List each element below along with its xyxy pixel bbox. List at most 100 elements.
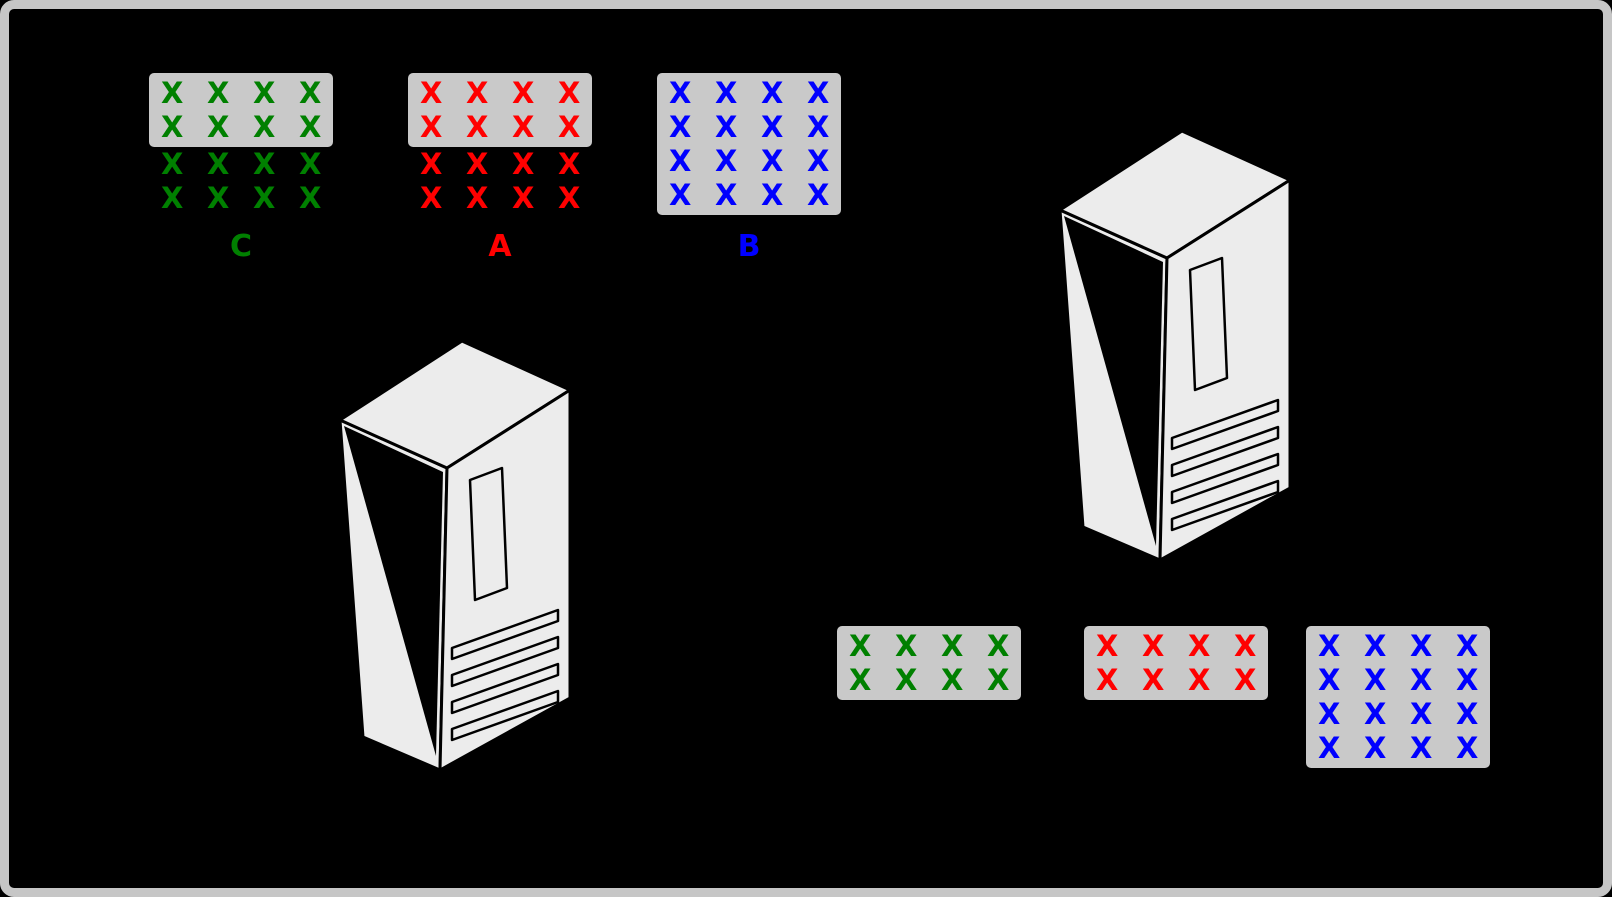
memory-cell-mark: X — [466, 76, 489, 110]
memory-cell-mark: X — [420, 147, 443, 181]
group-label: A — [488, 229, 512, 264]
memory-cell-mark: X — [299, 147, 322, 181]
memory-cell-mark: X — [761, 178, 784, 212]
memory-cell-mark: X — [1318, 629, 1341, 663]
memory-cell-mark: X — [1142, 629, 1165, 663]
memory-cell-mark: X — [895, 663, 918, 697]
memory-cell-mark: X — [1096, 629, 1119, 663]
memory-cell-mark: X — [761, 110, 784, 144]
memory-cell-mark: X — [895, 629, 918, 663]
memory-cell-mark: X — [807, 144, 830, 178]
memory-cell-mark: X — [466, 147, 489, 181]
memory-cell-mark: X — [1456, 663, 1479, 697]
memory-cell-mark: X — [420, 181, 443, 215]
memory-cell-mark: X — [253, 110, 276, 144]
memory-cell-mark: X — [1410, 629, 1433, 663]
memory-cell-mark: X — [941, 629, 964, 663]
memory-cell-mark: X — [715, 144, 738, 178]
memory-cell-mark: X — [299, 181, 322, 215]
memory-cell-mark: X — [715, 76, 738, 110]
memory-cell-mark: X — [1364, 731, 1387, 765]
memory-cell-mark: X — [807, 76, 830, 110]
memory-cell-mark: X — [161, 181, 184, 215]
memory-cell-mark: X — [1364, 629, 1387, 663]
memory-cell-mark: X — [849, 663, 872, 697]
server-tower-left — [338, 339, 572, 772]
memory-cell-mark: X — [941, 663, 964, 697]
server-tower-right — [1058, 129, 1292, 562]
memory-cell-mark: X — [558, 110, 581, 144]
memory-cell-mark: X — [807, 110, 830, 144]
memory-cell-mark: X — [299, 110, 322, 144]
memory-cell-mark: X — [669, 178, 692, 212]
memory-cell-mark: X — [558, 181, 581, 215]
memory-cell-mark: X — [512, 110, 535, 144]
memory-cell-mark: X — [466, 110, 489, 144]
memory-cell-mark: X — [207, 147, 230, 181]
memory-cell-mark: X — [253, 181, 276, 215]
memory-cell-mark: X — [512, 76, 535, 110]
memory-cell-mark: X — [1142, 663, 1165, 697]
memory-cell-mark: X — [987, 629, 1010, 663]
memory-cell-mark: X — [420, 110, 443, 144]
memory-cell-mark: X — [253, 76, 276, 110]
memory-cell-mark: X — [807, 178, 830, 212]
group-label: B — [737, 229, 761, 264]
memory-cell-mark: X — [1318, 731, 1341, 765]
memory-cell-mark: X — [299, 76, 322, 110]
memory-cell-mark: X — [761, 76, 784, 110]
memory-cell-mark: X — [1410, 663, 1433, 697]
memory-cell-mark: X — [1364, 697, 1387, 731]
memory-cell-mark: X — [1456, 731, 1479, 765]
memory-cell-mark: X — [761, 144, 784, 178]
memory-cell-mark: X — [987, 663, 1010, 697]
memory-cell-mark: X — [420, 76, 443, 110]
memory-cell-mark: X — [207, 181, 230, 215]
memory-cell-mark: X — [558, 76, 581, 110]
memory-cell-mark: X — [253, 147, 276, 181]
memory-cell-mark: X — [207, 110, 230, 144]
memory-cell-mark: X — [1096, 663, 1119, 697]
memory-cell-mark: X — [466, 181, 489, 215]
group-label: C — [229, 229, 253, 264]
memory-cell-mark: X — [669, 76, 692, 110]
memory-cell-mark: X — [1364, 663, 1387, 697]
memory-cell-mark: X — [161, 147, 184, 181]
memory-cell-mark: X — [715, 178, 738, 212]
memory-cell-mark: X — [1456, 629, 1479, 663]
memory-cell-mark: X — [1410, 731, 1433, 765]
memory-cell-mark: X — [1188, 663, 1211, 697]
memory-cell-mark: X — [1456, 697, 1479, 731]
memory-cell-mark: X — [849, 629, 872, 663]
